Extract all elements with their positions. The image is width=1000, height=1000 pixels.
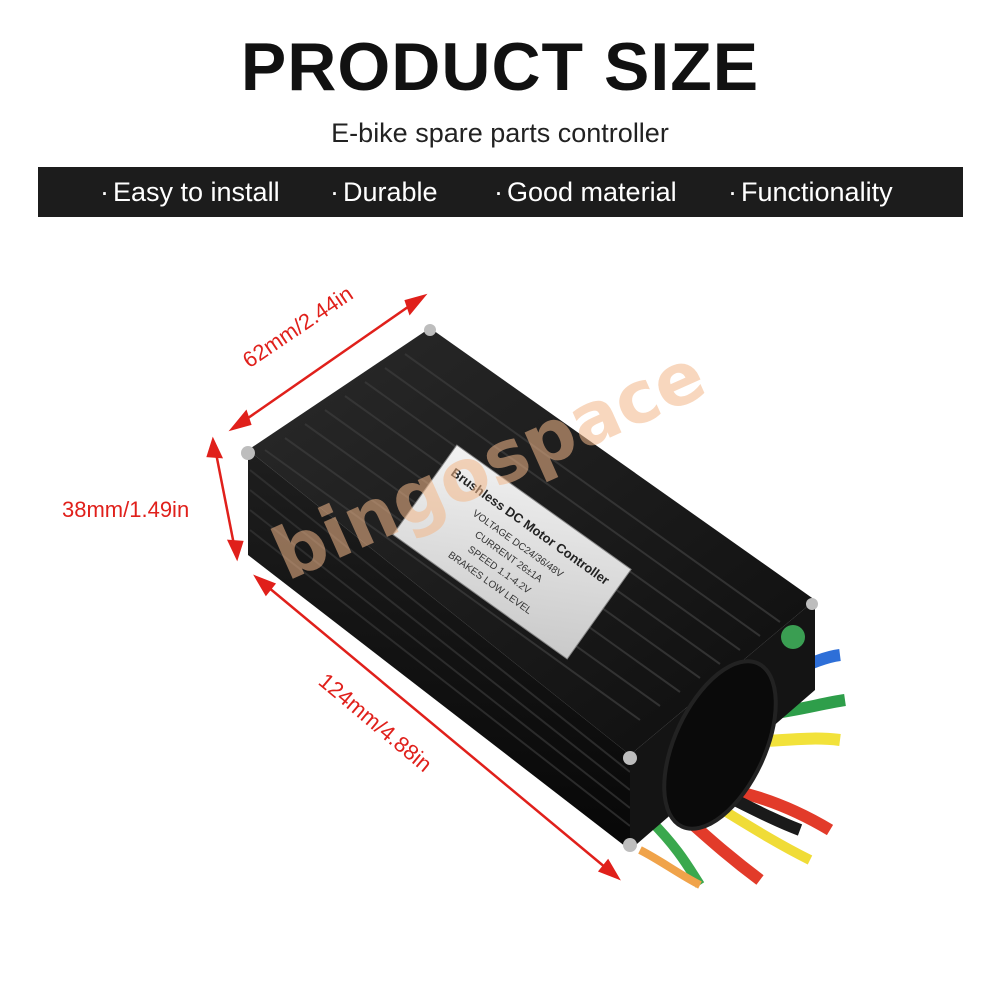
height-dimension-label: 38mm/1.49in [62, 497, 190, 522]
feature-label: Durable [343, 177, 438, 207]
feature-label: Easy to install [113, 177, 280, 207]
green-sticker [781, 625, 805, 649]
feature-easy-install: ·Easy to install [100, 167, 280, 217]
controller-side-face [248, 450, 630, 850]
arrow-head-icon [404, 293, 428, 316]
feature-durable: ·Durable [330, 167, 438, 217]
bullet-icon: · [494, 177, 503, 207]
screw-icon [623, 751, 637, 765]
bullet-icon: · [728, 177, 737, 207]
arrow-head-icon [228, 409, 252, 432]
length-arrow [261, 581, 613, 874]
screw-icon [806, 598, 818, 610]
screw-icon [424, 324, 436, 336]
bullet-icon: · [330, 177, 339, 207]
bullet-icon: · [100, 177, 109, 207]
cable-grommet [662, 659, 778, 831]
feature-bar: ·Easy to install ·Durable ·Good material… [38, 167, 963, 217]
arrow-head-icon [253, 574, 277, 597]
feature-label: Good material [507, 177, 677, 207]
height-arrow [213, 447, 237, 551]
screw-icon [241, 446, 255, 460]
page-title: PRODUCT SIZE [240, 29, 760, 105]
feature-good-material: ·Good material [494, 167, 677, 217]
feature-functionality: ·Functionality [728, 167, 893, 217]
dimension-arrows [206, 293, 621, 881]
arrow-head-icon [597, 858, 621, 881]
width-arrow [237, 298, 419, 427]
feature-label: Functionality [741, 177, 893, 207]
arrow-head-icon [206, 436, 224, 459]
arrow-head-icon [226, 539, 244, 562]
page-subtitle: E-bike spare parts controller [331, 118, 669, 148]
screw-icon [623, 838, 637, 852]
